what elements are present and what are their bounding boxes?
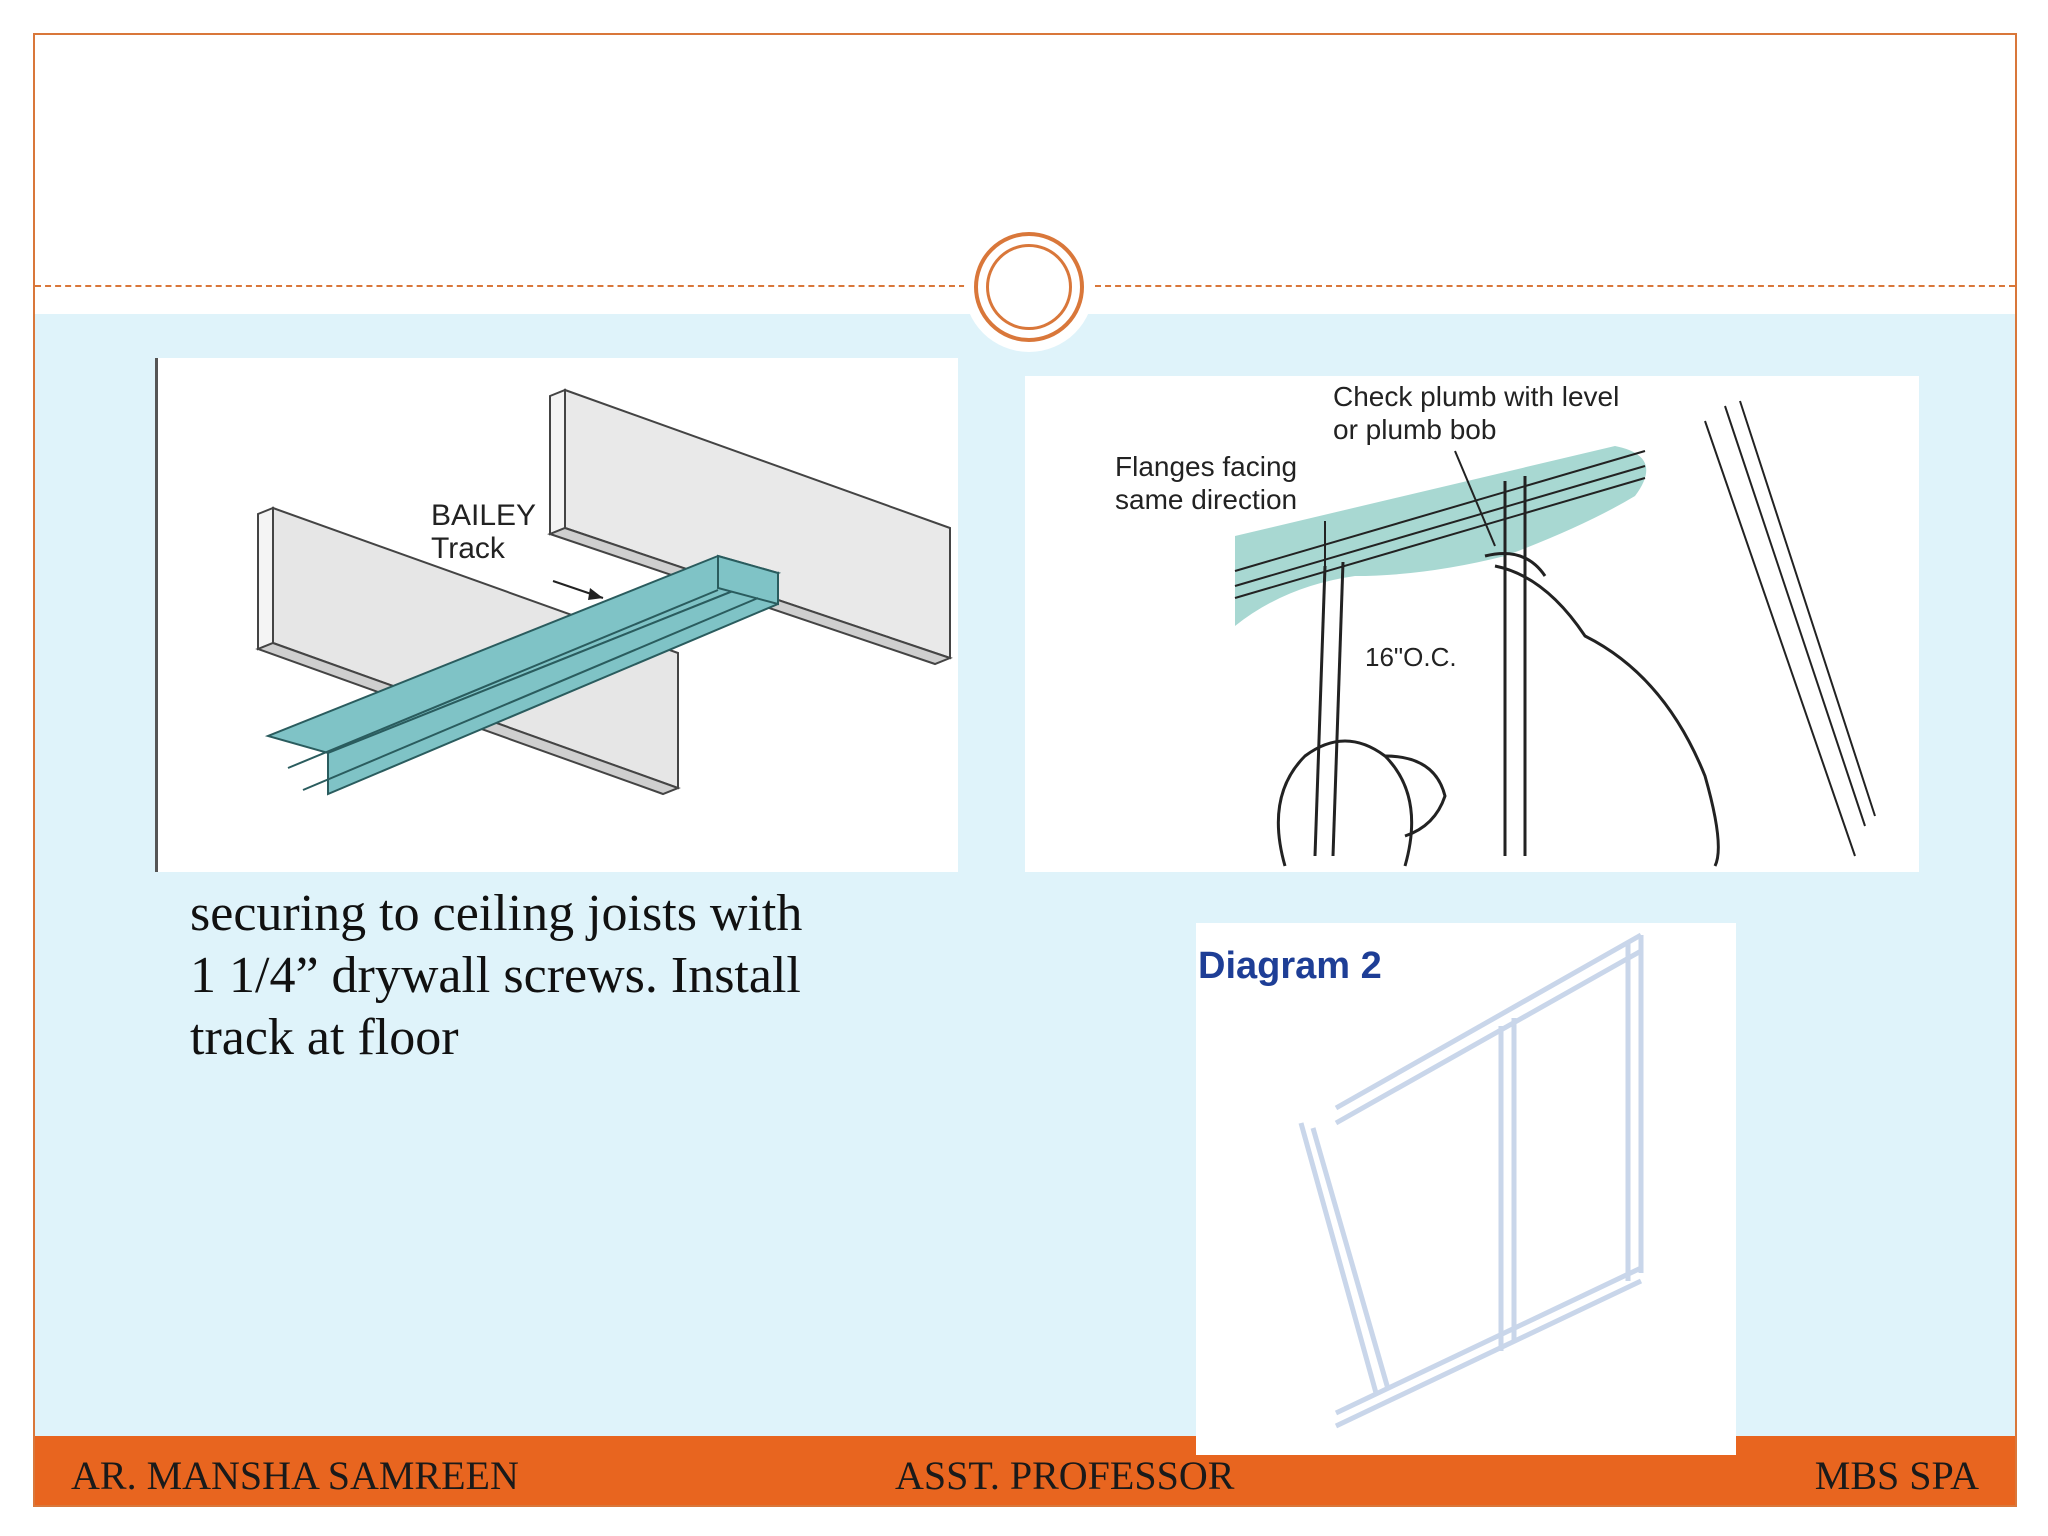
back-joist-end [549, 388, 566, 536]
plumb-check-drawing: Check plumb with level or plumb bob Flan… [1115, 381, 1876, 867]
footer-designation: ASST. PROFESSOR [895, 1453, 1235, 1498]
ceiling-track-line [1234, 450, 1646, 572]
diagram-2-title: Diagram 2 [1198, 945, 1382, 987]
frame-left-stud [1310, 1127, 1391, 1390]
wall-edge-line [1739, 400, 1876, 817]
header-divider-left [35, 285, 965, 287]
divider-circle-inner-ring [986, 244, 1072, 330]
frame-top-track [1334, 948, 1643, 1126]
label-arrow-head [588, 588, 603, 600]
frame-bottom-track [1334, 1265, 1643, 1416]
bailey-track-drawing: BAILEY Track [255, 388, 953, 796]
front-joist-end [257, 506, 274, 651]
ceiling-track-line [1234, 465, 1646, 587]
ceiling-track-line [1234, 477, 1646, 599]
worker-hand [1484, 552, 1547, 577]
wall-edge-line [1704, 420, 1856, 857]
worker-face [1384, 754, 1447, 838]
stud-left [1313, 565, 1327, 857]
callout-leader [1454, 450, 1496, 547]
plumb-check-illustration: Check plumb with level or plumb bob Flan… [1025, 376, 1919, 872]
track-flange-line [287, 589, 719, 769]
track-end-face [717, 554, 779, 606]
plumb-callout-line1: Check plumb with level [1333, 381, 1619, 412]
frame-left-stud [1298, 1122, 1379, 1394]
frame-bottom-track [1334, 1278, 1643, 1429]
stud-left [1331, 561, 1345, 857]
flanges-callout-line1: Flanges facing [1115, 451, 1297, 482]
flanges-callout-line2: same direction [1115, 484, 1297, 515]
body-text-line: 1 1/4” drywall screws. Install [190, 947, 801, 1004]
footer-institution: MBS SPA [1814, 1453, 1979, 1498]
track-label: Track [431, 532, 506, 565]
body-text-line: securing to ceiling joists with [190, 885, 803, 942]
diagram-2-illustration: Diagram 2 [1196, 923, 1736, 1455]
wall-edge-line [1724, 405, 1866, 827]
bailey-track-illustration: BAILEY Track [155, 358, 958, 872]
bailey-label: BAILEY [431, 499, 536, 532]
header-divider-right [1095, 285, 2015, 287]
frame-top-track [1334, 932, 1643, 1111]
worker-helmet [1276, 739, 1414, 867]
body-text-line: track at floor [190, 1009, 459, 1066]
slide-body-text: securing to ceiling joists with 1 1/4” d… [190, 883, 890, 1069]
plumb-callout-line2: or plumb bob [1333, 414, 1496, 445]
stud-spacing-label: 16"O.C. [1365, 642, 1457, 672]
footer-author: AR. MANSHA SAMREEN [71, 1453, 519, 1498]
worker-arm [1494, 564, 1720, 867]
ceiling-shaded-area [1235, 446, 1647, 626]
diagram-2-drawing: Diagram 2 [1198, 932, 1644, 1429]
track-flange-line [302, 597, 759, 791]
